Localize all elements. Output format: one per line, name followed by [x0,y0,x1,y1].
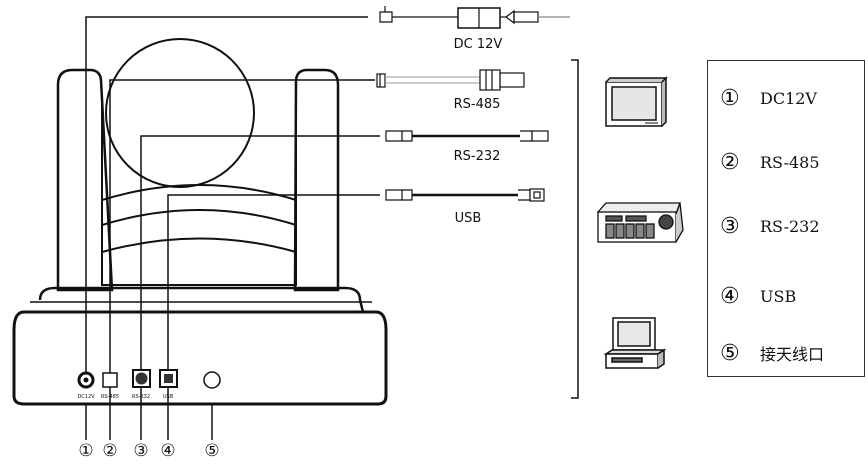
cable-label-dc: DC 12V [454,37,503,52]
computer-icon [603,317,667,369]
monitor-icon [605,76,668,127]
legend-item-3: ③ RS-232 [720,211,820,241]
bottom-numbers: ① ② ③ ④ ⑤ [78,441,219,461]
leader-rs232 [140,135,380,370]
bracket [571,59,579,399]
camera-right-arm [293,68,340,292]
dc-cable: DC 12V [379,6,570,52]
camera-head [105,38,255,188]
legend-number: ② [720,149,740,175]
legend-item-1: ① DC12V [720,83,817,113]
base-top [38,286,365,313]
legend-label: RS-232 [760,216,820,236]
antenna-port [203,371,221,389]
legend-label: DC12V [760,88,817,108]
rs485-port [102,372,118,388]
rs485-cable: RS-485 [376,69,525,112]
rs232-cable: RS-232 [385,130,549,164]
port-label-dc: DC12V [77,394,95,400]
keyboard-controller-icon [596,202,684,243]
bottom-number-5: ⑤ [204,441,219,461]
legend-number: ④ [720,283,740,309]
legend-number: ③ [720,213,740,239]
ports: DC12V RS-485 RS-232 USB [77,369,221,400]
legend: ① DC12V ② RS-485 ③ RS-232 ④ USB ⑤ 接天线口 [707,60,865,377]
legend-item-5: ⑤ 接天线口 [720,338,824,368]
leader-dc [85,16,368,372]
usb-cable: USB [385,188,545,226]
camera [12,38,388,406]
bottom-number-4: ④ [160,441,175,461]
cable-label-rs485: RS-485 [454,97,501,112]
camera-left-arm [56,68,114,292]
legend-label: 接天线口 [760,345,825,364]
cable-label-rs232: RS-232 [454,149,501,164]
legend-item-2: ② RS-485 [720,147,820,177]
cable-label-usb: USB [455,211,482,226]
base [12,310,388,406]
legend-label: USB [760,286,797,306]
legend-item-4: ④ USB [720,281,796,311]
leader-rs485 [109,79,375,373]
bottom-number-1: ① [78,441,93,461]
bottom-number-2: ② [102,441,117,461]
legend-number: ① [720,85,740,111]
leader-usb [167,194,380,370]
legend-number: ⑤ [720,340,740,366]
leader-lines [85,16,380,440]
bottom-number-3: ③ [133,441,148,461]
camera-housing [101,95,297,286]
dc-port [77,371,95,389]
legend-label: RS-485 [760,152,820,172]
